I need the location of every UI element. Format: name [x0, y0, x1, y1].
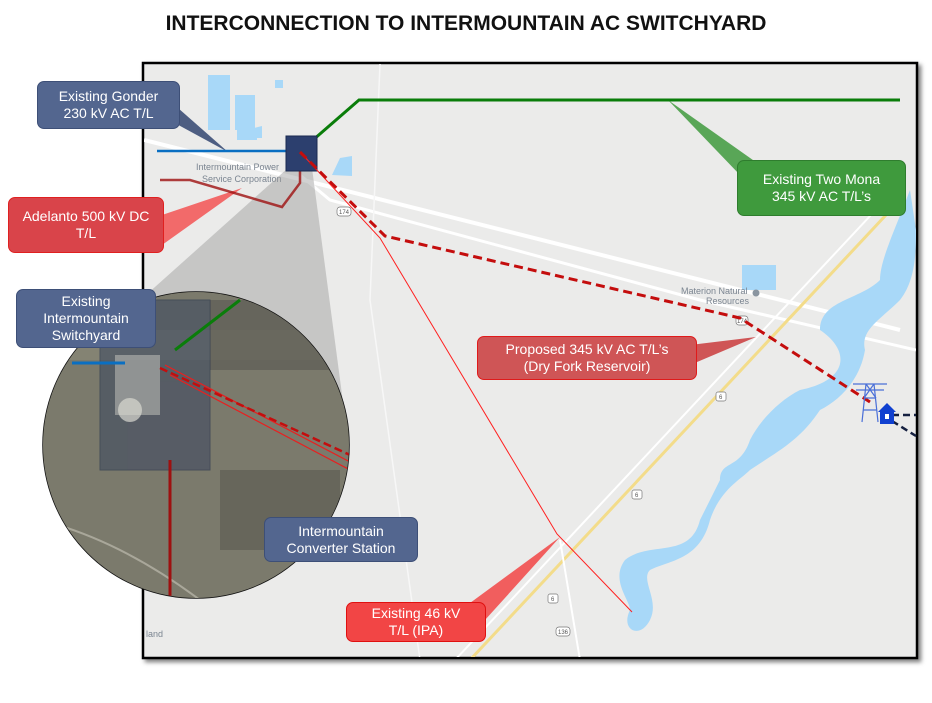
callout-two-mona-line1: Existing Two Mona	[762, 171, 881, 187]
callout-converter-line1: Intermountain	[298, 522, 384, 539]
road-shield-label: 6	[551, 597, 555, 603]
callout-adelanto-line1: Adelanto 500 kV DC	[22, 208, 150, 224]
kv46-line	[301, 153, 633, 613]
callout-switchyard-line2: Intermountain	[43, 310, 129, 326]
page-title: INTERCONNECTION TO INTERMOUNTAIN AC SWIT…	[165, 12, 767, 35]
callout-46kv: Existing 46 kV T/L (IPA)	[346, 602, 486, 642]
callout-proposed: Proposed 345 kV AC T/L’s (Dry Fork Reser…	[477, 336, 697, 380]
road-shield-label: 6	[635, 493, 639, 499]
map-label-ipsc-2: Service Corporation	[202, 174, 282, 184]
two-mona-line	[312, 98, 900, 142]
road-shield-label: 136	[558, 630, 569, 636]
map-label-ipsc-1: Intermountain Power	[196, 162, 279, 172]
kv46-callout-tail	[470, 537, 560, 620]
callout-46kv-line1: Existing 46 kV	[371, 605, 461, 621]
callout-two-mona-line2: 345 kV AC T/L’s	[771, 188, 872, 204]
callout-switchyard-line3: Switchyard	[51, 327, 121, 343]
transmission-tower-icon	[853, 383, 887, 423]
adelanto-dc-line	[160, 153, 302, 209]
callout-switchyard-line1: Existing	[61, 293, 111, 309]
callout-gonder: Existing Gonder 230 kV AC T/L	[37, 81, 180, 129]
water-bodies	[208, 75, 916, 631]
callout-proposed-line2: (Dry Fork Reservoir)	[523, 358, 651, 374]
callout-converter: Intermountain Converter Station	[264, 517, 418, 562]
callout-switchyard: Existing Intermountain Switchyard	[16, 289, 156, 348]
callout-converter-line2: Converter Station	[286, 539, 396, 556]
map-label-town: land	[146, 629, 163, 639]
two-mona-callout-tail	[668, 100, 760, 175]
map-label-materion-2: Resources	[706, 296, 750, 306]
callout-proposed-line1: Proposed 345 kV AC T/L’s	[505, 341, 669, 357]
callout-adelanto-line2: T/L	[75, 225, 97, 241]
proposed-callout-tail	[690, 337, 756, 365]
callout-46kv-line2: T/L (IPA)	[388, 622, 444, 638]
proposed-line	[298, 150, 871, 404]
callout-two-mona: Existing Two Mona 345 kV AC T/L’s	[737, 160, 906, 216]
road-shield-label: 174	[339, 210, 350, 216]
callout-gonder-line1: Existing Gonder	[58, 88, 159, 104]
road-shield-label: 174	[737, 319, 748, 325]
basemap: Intermountain Power Service Corporation …	[144, 64, 916, 657]
callout-gonder-line2: 230 kV AC T/L	[63, 105, 154, 121]
map-label-materion-1: Materion Natural	[681, 286, 748, 296]
adelanto-callout-tail	[162, 188, 242, 245]
location-pin-icon	[752, 289, 760, 297]
substation-house-icon	[878, 403, 896, 424]
navy-dashed-line	[891, 413, 917, 438]
road-shield-label: 6	[719, 395, 723, 401]
callout-adelanto: Adelanto 500 kV DC T/L	[8, 197, 164, 253]
